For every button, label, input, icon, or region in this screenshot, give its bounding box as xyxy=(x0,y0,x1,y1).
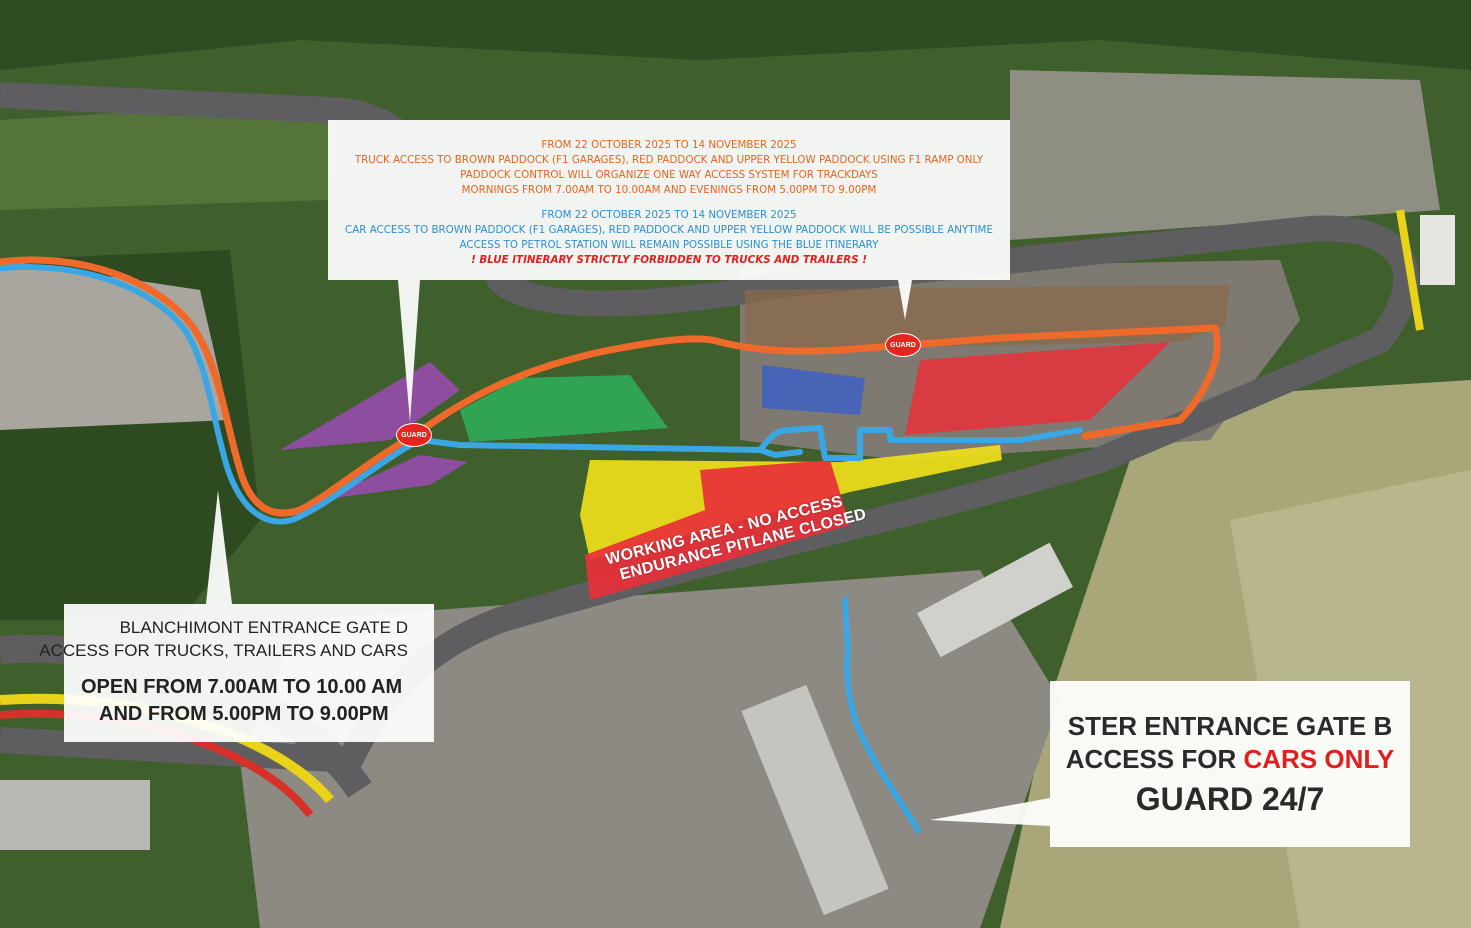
notice-pointer xyxy=(398,280,420,422)
gate-d-subtitle: ACCESS FOR TRUCKS, TRAILERS AND CARS xyxy=(39,641,408,660)
grandstand-west xyxy=(0,780,150,850)
gate-d-hours-1: OPEN FROM 7.00AM TO 10.00 AM xyxy=(81,676,403,698)
gate-b-title: STER ENTRANCE GATE B xyxy=(1067,711,1393,741)
blue-paddock-zone xyxy=(762,365,865,415)
red-paddock-zone xyxy=(905,342,1170,435)
grandstand-building xyxy=(917,542,1073,658)
gate-b-access-prefix: ACCESS FOR xyxy=(1065,744,1244,774)
car-notice-line-2: CAR ACCESS TO BROWN PADDOCK (F1 GARAGES)… xyxy=(345,224,993,236)
notice-pointer-right xyxy=(898,280,912,320)
gate-d-callout: BLANCHIMONT ENTRANCE GATE D ACCESS FOR T… xyxy=(39,604,434,742)
guard-badge-east: GUARD xyxy=(885,333,921,357)
grass-northwest xyxy=(0,100,340,210)
gate-d-title: BLANCHIMONT ENTRANCE GATE D xyxy=(119,618,408,637)
guard-badge-label: GUARD xyxy=(401,431,427,439)
curb-east xyxy=(1396,209,1424,331)
forest-north xyxy=(0,0,1471,70)
truck-notice-line-1: FROM 22 OCTOBER 2025 TO 14 NOVEMBER 2025 xyxy=(541,139,797,151)
working-area-zone xyxy=(585,460,850,600)
access-notice-box: FROM 22 OCTOBER 2025 TO 14 NOVEMBER 2025… xyxy=(328,120,1010,280)
truck-notice-line-3: PADDOCK CONTROL WILL ORGANIZE ONE WAY AC… xyxy=(460,169,878,181)
blue-itinerary-warning: ! BLUE ITINERARY STRICTLY FORBIDDEN TO T… xyxy=(471,254,867,266)
car-notice-line-1: FROM 22 OCTOBER 2025 TO 14 NOVEMBER 2025 xyxy=(541,209,797,221)
pit-building-south xyxy=(741,684,889,916)
gate-b-guard: GUARD 24/7 xyxy=(1135,781,1325,817)
tent-east xyxy=(1420,215,1455,285)
parking-north xyxy=(1010,70,1440,240)
gate-d-pointer xyxy=(206,490,232,604)
green-paddock-zone xyxy=(460,375,668,442)
truck-notice-line-4: MORNINGS FROM 7.00AM TO 10.00AM AND EVEN… xyxy=(461,184,877,196)
car-notice-line-3: ACCESS TO PETROL STATION WILL REMAIN POS… xyxy=(459,239,879,251)
gate-b-callout: STER ENTRANCE GATE B ACCESS FOR CARS ONL… xyxy=(1050,681,1410,847)
gate-b-cars-only: CARS ONLY xyxy=(1243,744,1395,774)
gate-b-access: ACCESS FOR CARS ONLY xyxy=(1050,744,1410,775)
car-route-gate-b xyxy=(842,597,921,833)
purple-paddock-north xyxy=(280,362,460,450)
guard-badge-west: GUARD xyxy=(396,423,432,447)
car-route-line xyxy=(0,264,1083,525)
gate-d-hours-2: AND FROM 5.00PM TO 9.00PM xyxy=(99,703,389,725)
purple-paddock-south xyxy=(320,455,468,500)
gate-b-pointer xyxy=(930,798,1050,826)
truck-notice-line-2: TRUCK ACCESS TO BROWN PADDOCK (F1 GARAGE… xyxy=(354,154,984,166)
guard-badge-label: GUARD xyxy=(890,341,916,349)
